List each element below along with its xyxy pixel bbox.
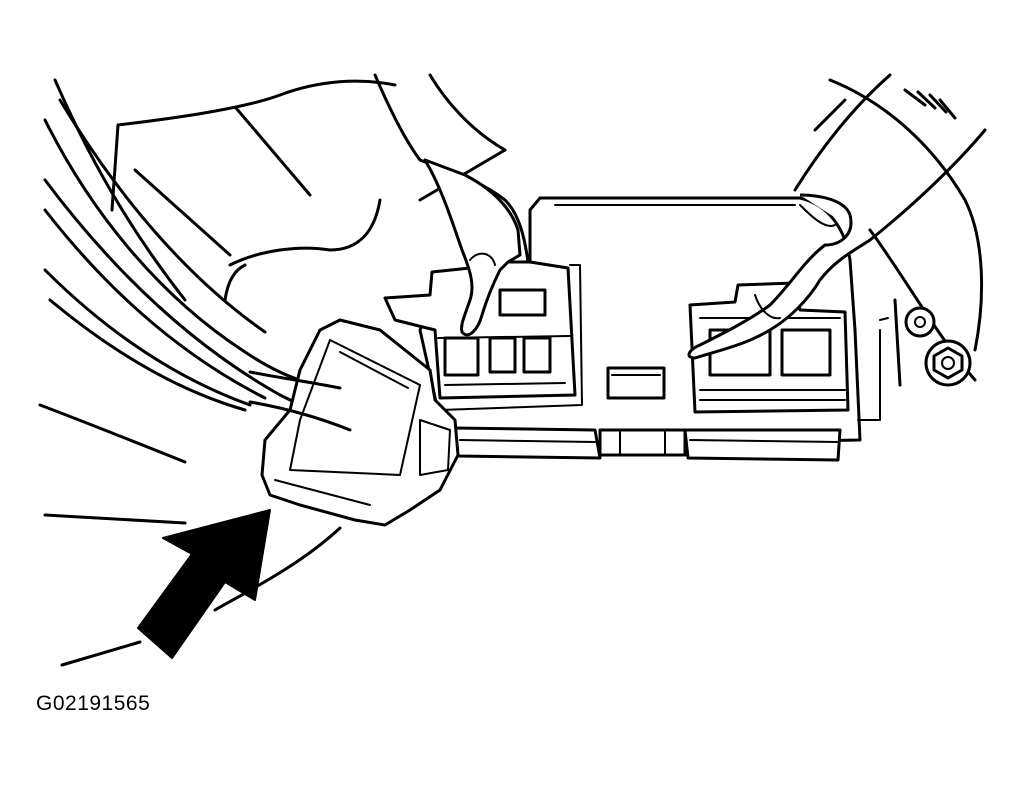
background-panel-lines: [38, 78, 984, 667]
washer-icon: [904, 306, 936, 338]
arrow-icon: [137, 509, 271, 659]
right-hand: [687, 73, 987, 360]
figure-id-label: G02191565: [36, 692, 151, 715]
wire-harness: [43, 98, 357, 427]
connector-plug: [248, 318, 460, 527]
left-socket: [383, 260, 583, 411]
bolt-icon: [924, 339, 972, 387]
right-socket: [688, 281, 850, 414]
left-hand: [373, 73, 530, 337]
